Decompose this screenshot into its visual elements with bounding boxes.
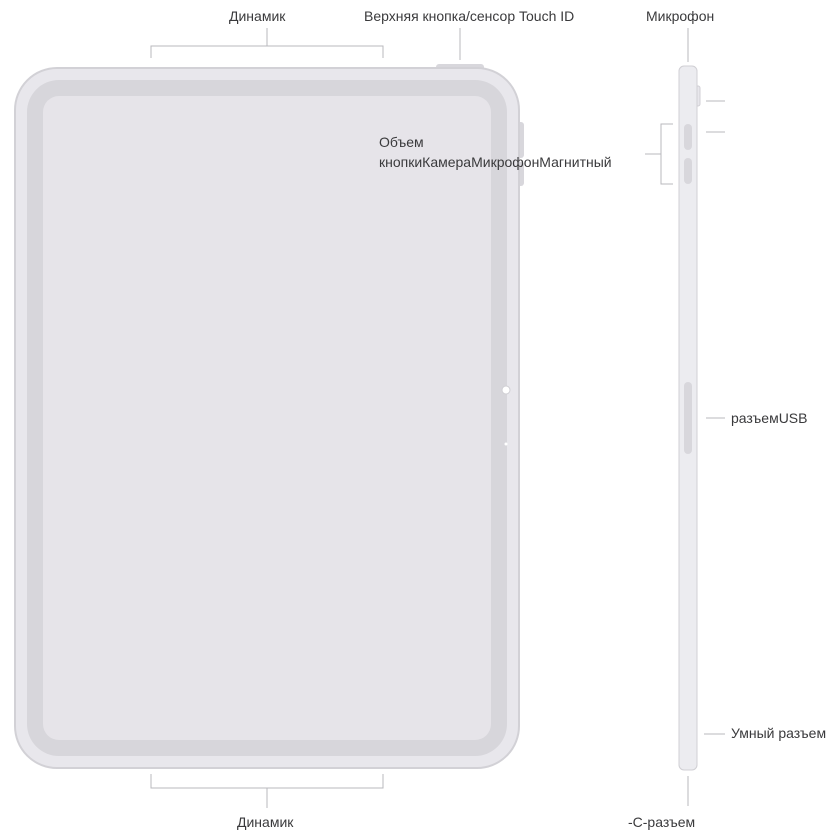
side-volume-up bbox=[684, 124, 692, 150]
label-usb-c: -C-разъем bbox=[628, 814, 696, 830]
label-speaker-top: Динамик bbox=[229, 8, 286, 24]
device-side bbox=[678, 65, 701, 771]
front-camera bbox=[501, 385, 511, 395]
volume-bracket bbox=[645, 123, 673, 185]
label-volume-line2: кнопкиКамераМикрофонМагнитный bbox=[379, 154, 612, 170]
device-front bbox=[14, 64, 524, 769]
front-microphone bbox=[504, 442, 508, 446]
device-screen bbox=[43, 96, 491, 740]
speaker-top-bracket bbox=[150, 28, 384, 58]
speaker-bottom-bracket bbox=[150, 774, 384, 808]
label-volume-line1: Объем bbox=[379, 134, 424, 150]
leader-lines bbox=[150, 28, 725, 808]
label-smart-connector: Умный разъем bbox=[731, 725, 827, 741]
label-microphone: Микрофон bbox=[646, 8, 715, 24]
side-magnetic-connector bbox=[684, 382, 692, 454]
side-volume-down bbox=[684, 158, 692, 184]
label-usb: разъемUSB bbox=[731, 410, 808, 426]
label-top-button: Верхняя кнопка/сенсор Touch ID bbox=[364, 8, 575, 24]
label-speaker-bottom: Динамик bbox=[237, 814, 294, 830]
